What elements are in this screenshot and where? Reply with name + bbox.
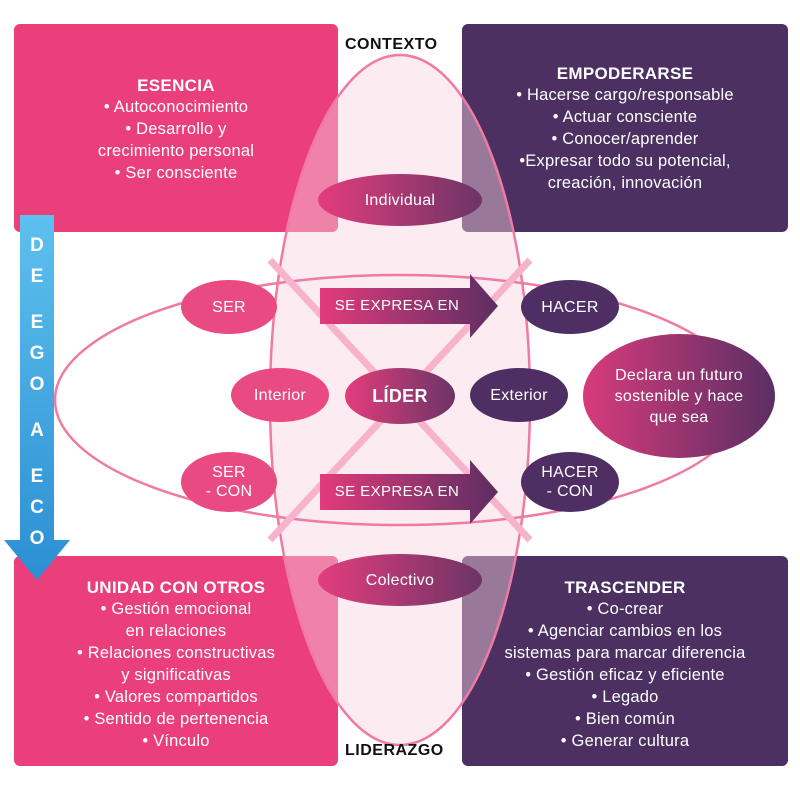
side-letter: E [30,312,44,333]
unidad-list: • Gestión emocional en relaciones • Rela… [14,598,338,752]
list-item: • Gestión emocional en relaciones [100,600,252,640]
node-exterior: Exterior [470,368,568,422]
side-arrow-text: D E E G O A E C O [20,235,54,550]
empoderarse-list: • Hacerse cargo/responsable • Actuar con… [462,84,788,194]
list-item: • Hacerse cargo/responsable [516,86,734,104]
list-item: • Desarrollo y crecimiento personal [97,120,255,160]
side-letter: E [30,466,44,487]
quadrant-trascender: TRASCENDER • Co-crear • Agenciar cambios… [462,556,788,766]
arrow-bottom-label: SE EXPRESA EN [334,483,460,500]
arrow-top-label: SE EXPRESA EN [334,297,460,314]
list-item: • Agenciar cambios en los sistemas para … [504,622,746,662]
list-item: • Valores compartidos [94,688,258,706]
list-item: • Bien común [575,710,675,728]
side-letter: O [29,528,45,549]
list-item: • Co-crear [586,600,664,618]
node-individual: Individual [318,174,482,226]
node-lider: LÍDER [345,368,455,424]
list-item: • Conocer/aprender [551,130,699,148]
side-letter: G [29,343,45,364]
side-letter: E [30,266,44,287]
list-item: • Generar cultura [560,732,690,750]
list-item: • Legado [591,688,659,706]
esencia-title: ESENCIA [137,76,215,95]
list-item: • Autoconocimiento [103,98,249,116]
side-letter: A [30,420,44,441]
node-ser-con: SER - CON [181,452,277,512]
side-letter: D [30,235,44,256]
contexto-label: CONTEXTO [345,36,438,53]
arrow-top [320,274,498,338]
node-hacer: HACER [521,280,619,334]
trascender-title: TRASCENDER [564,578,686,597]
node-interior: Interior [231,368,329,422]
list-item: • Gestión eficaz y eficiente [525,666,725,684]
list-item: •Expresar todo su potencial, creación, i… [519,152,731,192]
list-item: • Relaciones constructivas y significati… [76,644,276,684]
list-item: • Vínculo [142,732,210,750]
side-letter: O [29,374,45,395]
list-item: • Actuar consciente [552,108,698,126]
empoderarse-title: EMPODERARSE [556,64,694,83]
side-letter: C [30,497,44,518]
quadrant-empoderarse: EMPODERARSE • Hacerse cargo/responsable … [462,24,788,232]
arrow-bottom [320,460,498,524]
list-item: • Ser consciente [114,164,238,182]
liderazgo-label: LIDERAZGO [345,742,444,759]
list-item: • Sentido de pertenencia [83,710,269,728]
node-declara-futuro: Declara un futuro sostenible y hace que … [583,334,775,458]
quadrant-unidad-con-otros: UNIDAD CON OTROS • Gestión emocional en … [14,556,338,766]
unidad-title: UNIDAD CON OTROS [86,578,266,597]
side-arrow [4,215,70,580]
quadrant-esencia: ESENCIA • Autoconocimiento • Desarrollo … [14,24,338,232]
esencia-list: • Autoconocimiento • Desarrollo y crecim… [14,96,338,184]
node-colectivo: Colectivo [318,554,482,606]
node-hacer-con: HACER - CON [521,452,619,512]
trascender-list: • Co-crear • Agenciar cambios en los sis… [462,598,788,752]
node-ser: SER [181,280,277,334]
